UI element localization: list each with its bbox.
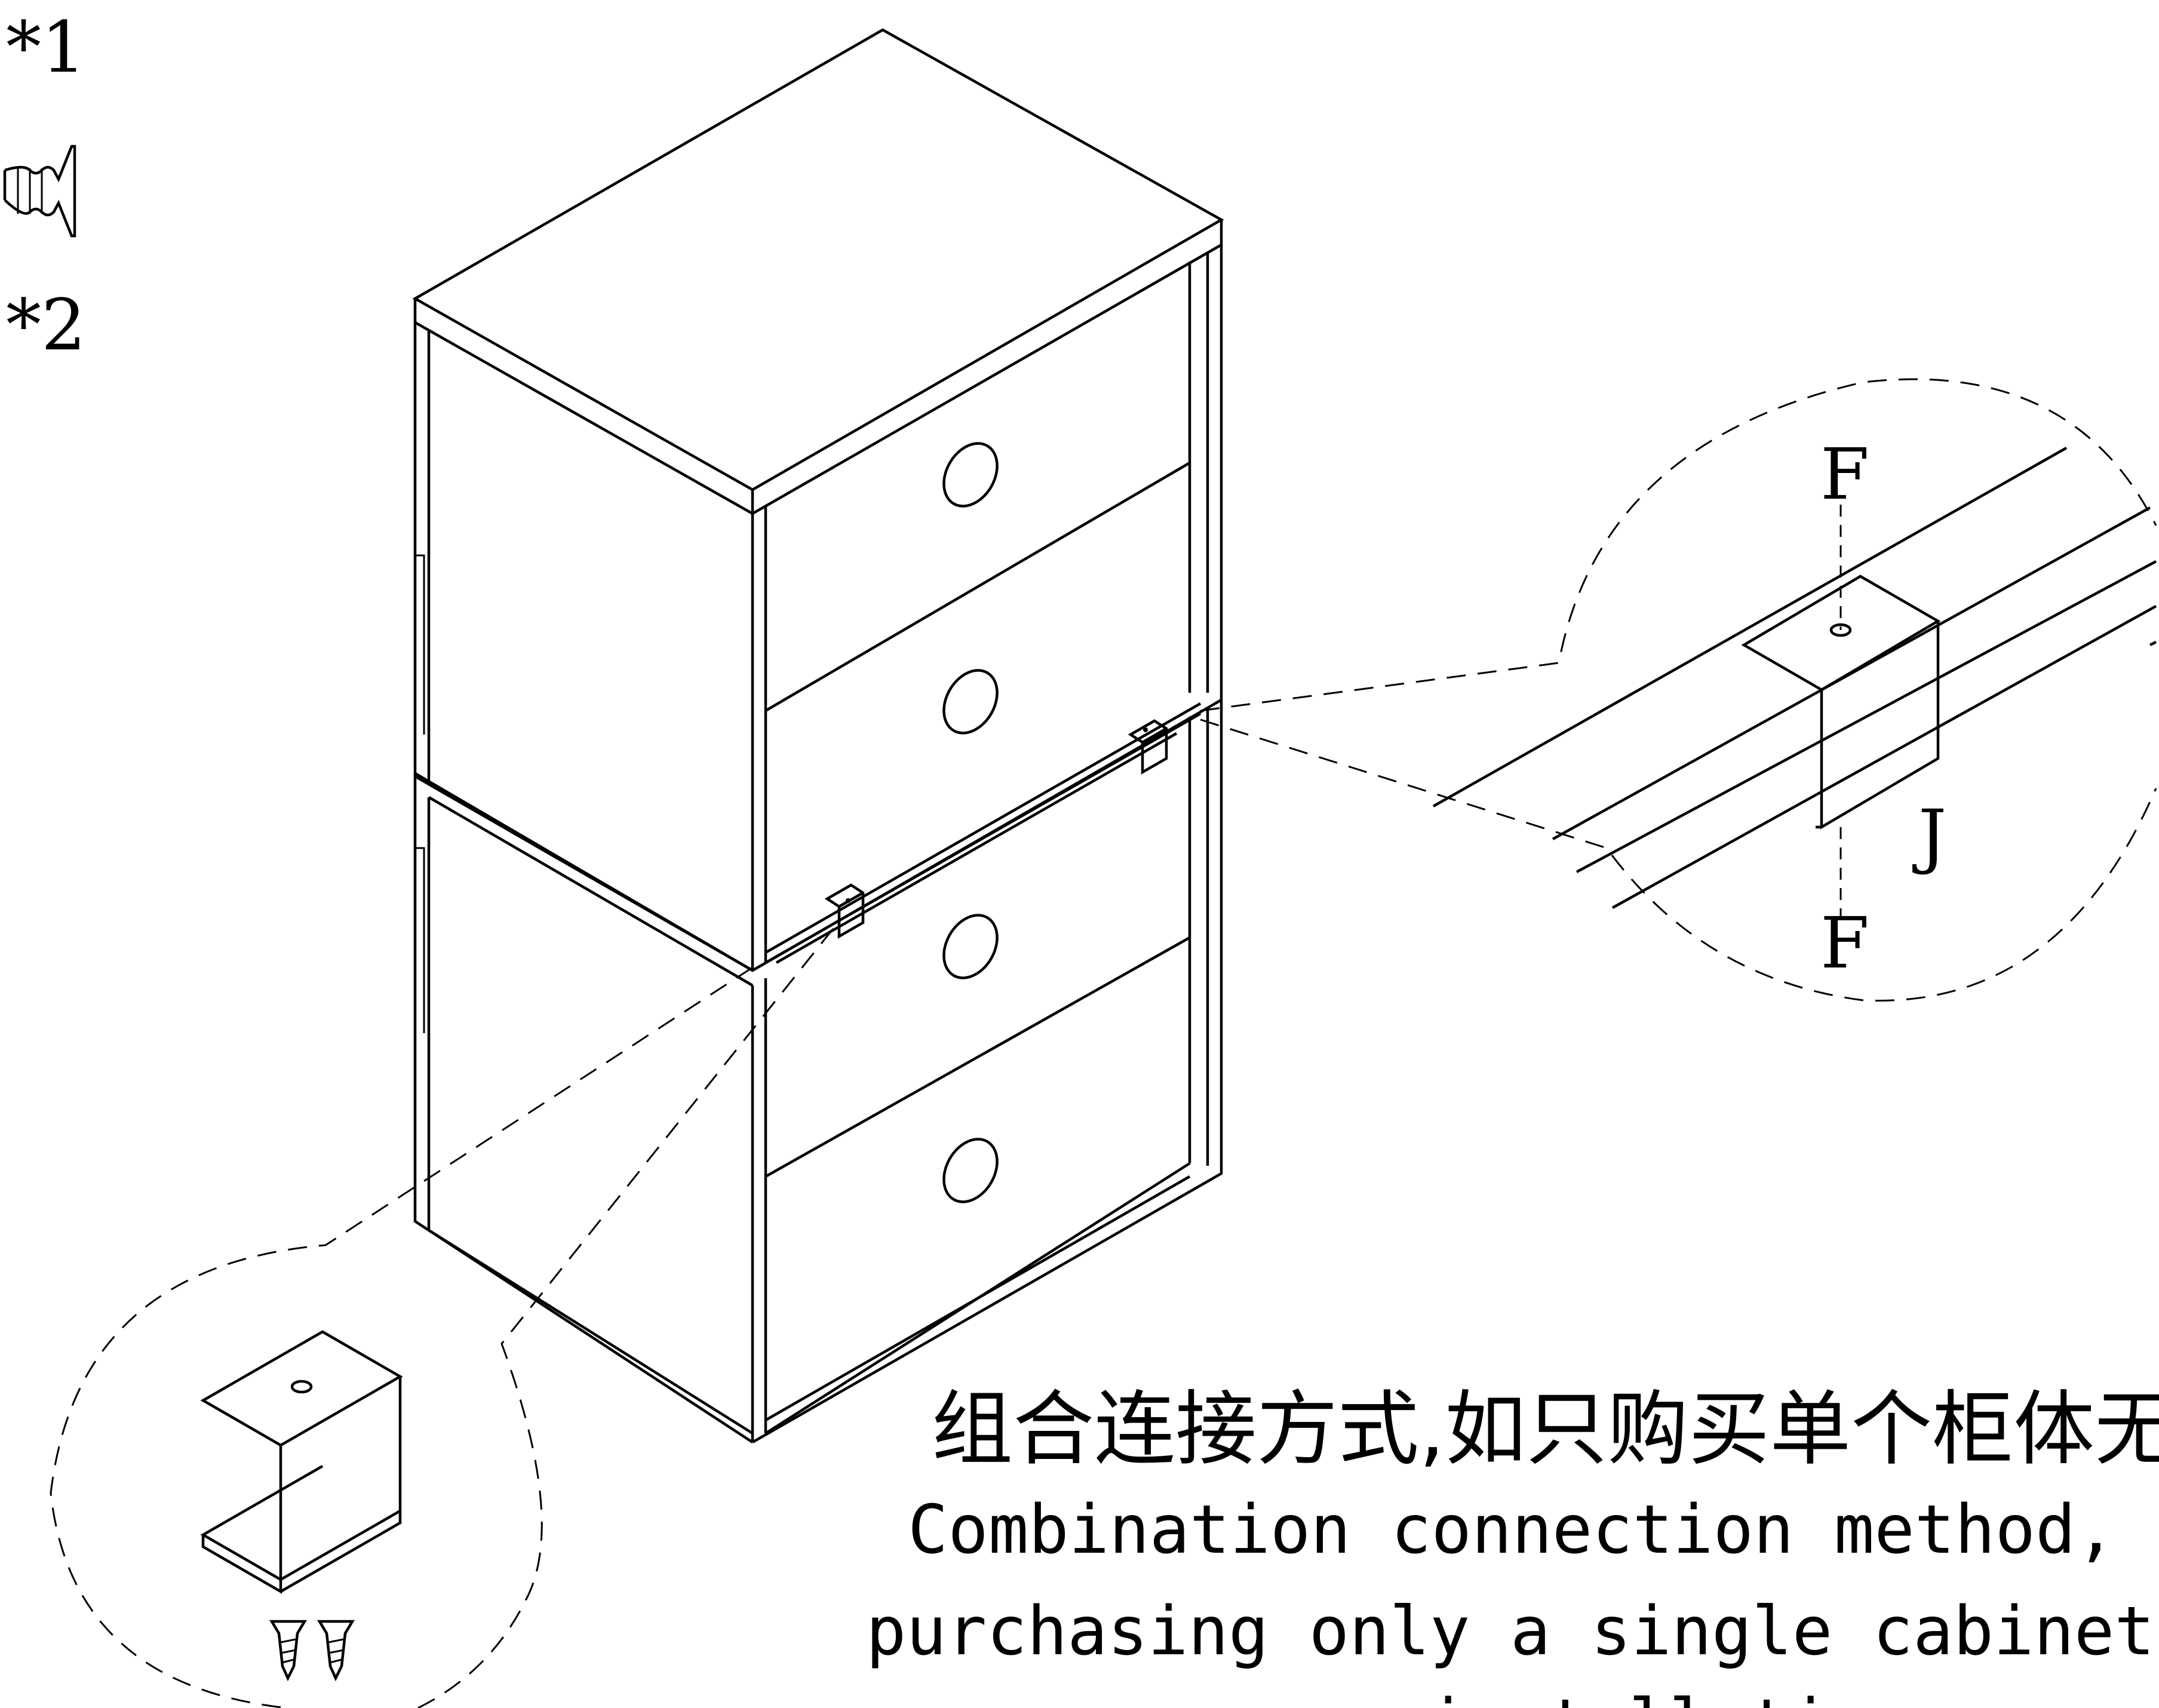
screw-icon: [3, 145, 76, 238]
caption-english-line1: Combination connection method,: [908, 1491, 2116, 1569]
bracket-part-callout: [50, 928, 834, 1708]
bracket-detail-callout: F F J: [1200, 378, 2157, 1002]
lower-cabinet: [413, 699, 1223, 1443]
screw-icon: [269, 1620, 307, 1682]
caption-english-line2: purchasing only a single cabinet: [866, 1593, 2155, 1670]
caption-chinese: 组合连接方式,如只购买单个柜体无: [932, 1383, 2159, 1477]
upper-cabinet: [412, 28, 1224, 972]
caption-english-line3: installation: [1427, 1685, 1911, 1708]
item2-quantity: *2: [6, 284, 86, 366]
label-f-top: F: [1820, 433, 1869, 515]
item1-quantity: *1: [6, 6, 86, 88]
label-j: J: [1912, 794, 1946, 877]
label-f-bottom: F: [1820, 902, 1869, 984]
screw-icon: [317, 1620, 355, 1682]
